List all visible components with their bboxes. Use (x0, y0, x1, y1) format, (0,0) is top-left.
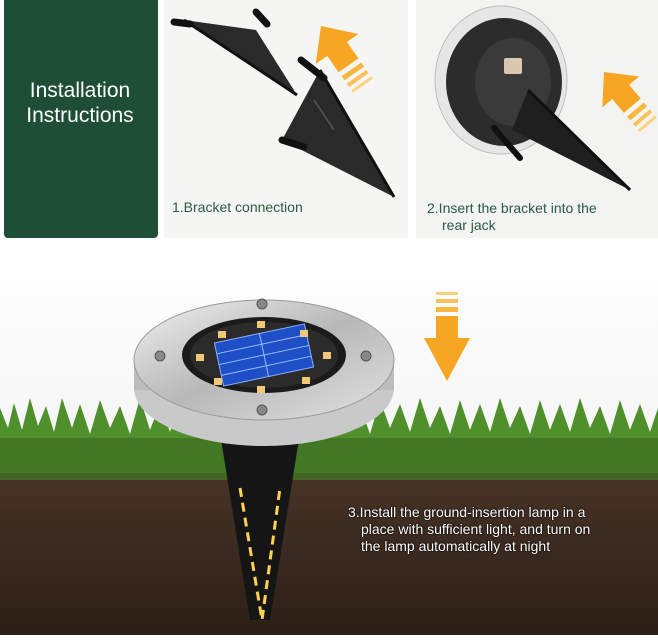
page-title: Installation Instructions (0, 78, 160, 128)
arrow-down-icon (424, 292, 470, 381)
step-2-caption-line-1: 2.Insert the bracket into the (427, 200, 597, 216)
step-1-caption: 1.Bracket connection (172, 199, 303, 215)
page-title-line-2: Instructions (26, 104, 134, 127)
step-3-caption-line-3: the lamp automatically at night (361, 538, 551, 554)
installed-lamp-scene: 3.Install the ground-insertion lamp in a… (0, 248, 658, 635)
page-title-line-1: Installation (29, 79, 131, 102)
arrow-up-right-icon (602, 72, 657, 132)
ground-lamp-illustration (0, 248, 658, 635)
step-2-caption-line-2: rear jack (442, 217, 496, 233)
arrow-up-right-icon (315, 26, 373, 93)
step-1-panel: 1.Bracket connection (164, 0, 408, 238)
step-3-caption-line-2: place with sufficient light, and turn on (361, 521, 591, 537)
step-2-panel: 2.Insert the bracket into the rear jack (416, 0, 658, 238)
bracket-illustration (170, 8, 396, 198)
title-panel (4, 0, 158, 238)
lamp-rear-illustration (434, 5, 657, 192)
step-3-caption-line-1: 3.Install the ground-insertion lamp in a (348, 504, 586, 520)
